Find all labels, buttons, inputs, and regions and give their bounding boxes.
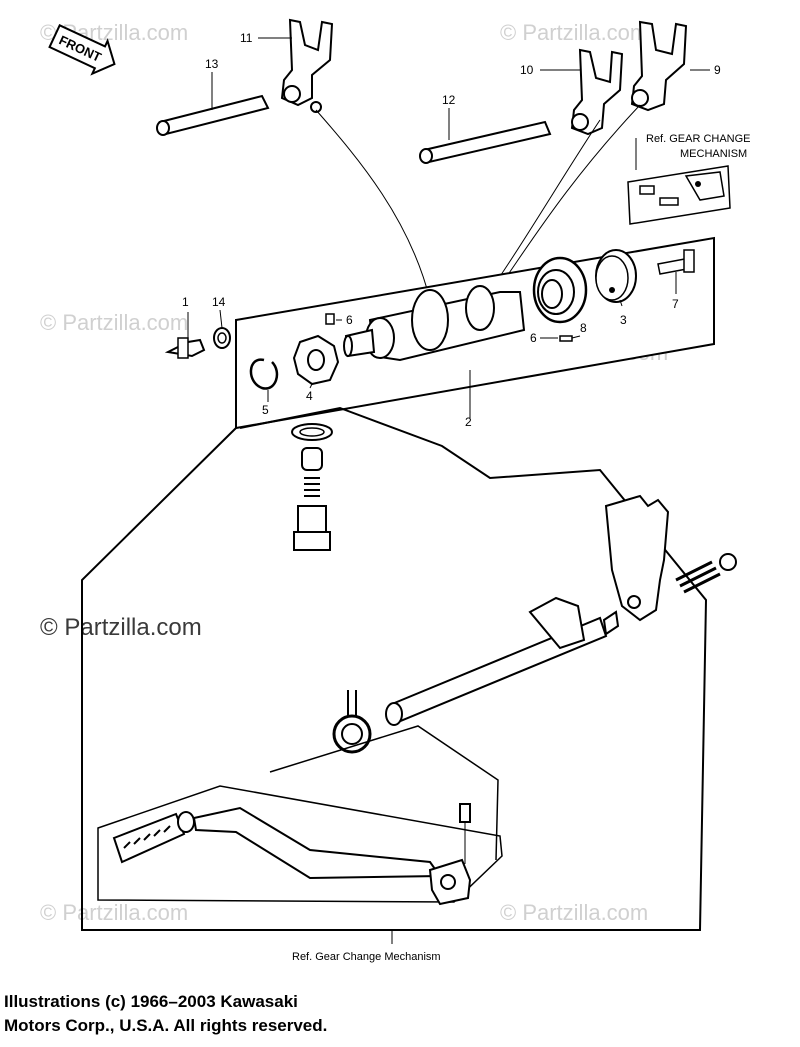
shift-fork-9 <box>630 20 688 112</box>
ref-bottom-label: Ref. Gear Change Mechanism <box>292 951 441 963</box>
shift-rod-12 <box>419 120 552 164</box>
callout-7: 7 <box>672 297 679 311</box>
ref-gear-change-top: Ref. GEAR CHANGE MECHANISM <box>627 133 751 225</box>
shift-arm-plate <box>604 494 670 622</box>
callout-1: 1 <box>182 295 189 309</box>
watermark-text-prominent: © Partzilla.com <box>40 614 202 641</box>
washer-14 <box>213 327 231 349</box>
shift-drum-assembly-box <box>235 236 715 430</box>
callout-9: 9 <box>714 63 721 77</box>
callout-3: 3 <box>620 313 627 327</box>
watermark-text: © Partzilla.com <box>40 310 188 335</box>
callout-13: 13 <box>205 57 219 71</box>
shift-pedal <box>97 785 503 906</box>
watermark-text: © Partzilla.com <box>40 900 188 925</box>
shift-fork-11 <box>280 18 334 113</box>
copyright-line-2: Motors Corp., U.S.A. All rights reserved… <box>4 1016 328 1035</box>
watermark-text: © Partzilla.com <box>500 900 648 925</box>
callout-4: 4 <box>306 389 313 403</box>
gear-change-mechanism-box <box>81 406 708 931</box>
callout-14: 14 <box>212 295 226 309</box>
detent-parts <box>291 423 333 551</box>
callout-2: 2 <box>465 415 472 429</box>
shift-rod-13 <box>156 94 270 136</box>
callout-6-lower: 6 <box>530 331 537 345</box>
callout-6-upper: 6 <box>346 313 353 327</box>
shift-shaft <box>385 596 620 726</box>
callout-12: 12 <box>442 93 456 107</box>
shift-fork-10 <box>570 48 624 136</box>
watermark-text: © Partzilla.com <box>500 20 648 45</box>
ref-top-line2: MECHANISM <box>680 148 747 160</box>
inner-outline <box>269 725 499 861</box>
ref-top-line1: Ref. GEAR CHANGE <box>646 133 751 145</box>
callout-11: 11 <box>240 31 253 45</box>
copyright-line-1: Illustrations (c) 1966–2003 Kawasaki <box>4 992 298 1011</box>
callout-10: 10 <box>520 63 534 77</box>
callout-5: 5 <box>262 403 269 417</box>
callouts: 1 2 3 4 5 6 6 7 8 9 10 11 12 13 14 <box>182 31 721 429</box>
neutral-switch-1 <box>164 337 206 359</box>
leader-lines <box>187 37 710 944</box>
callout-8: 8 <box>580 321 587 335</box>
spring-and-ring <box>675 553 737 594</box>
